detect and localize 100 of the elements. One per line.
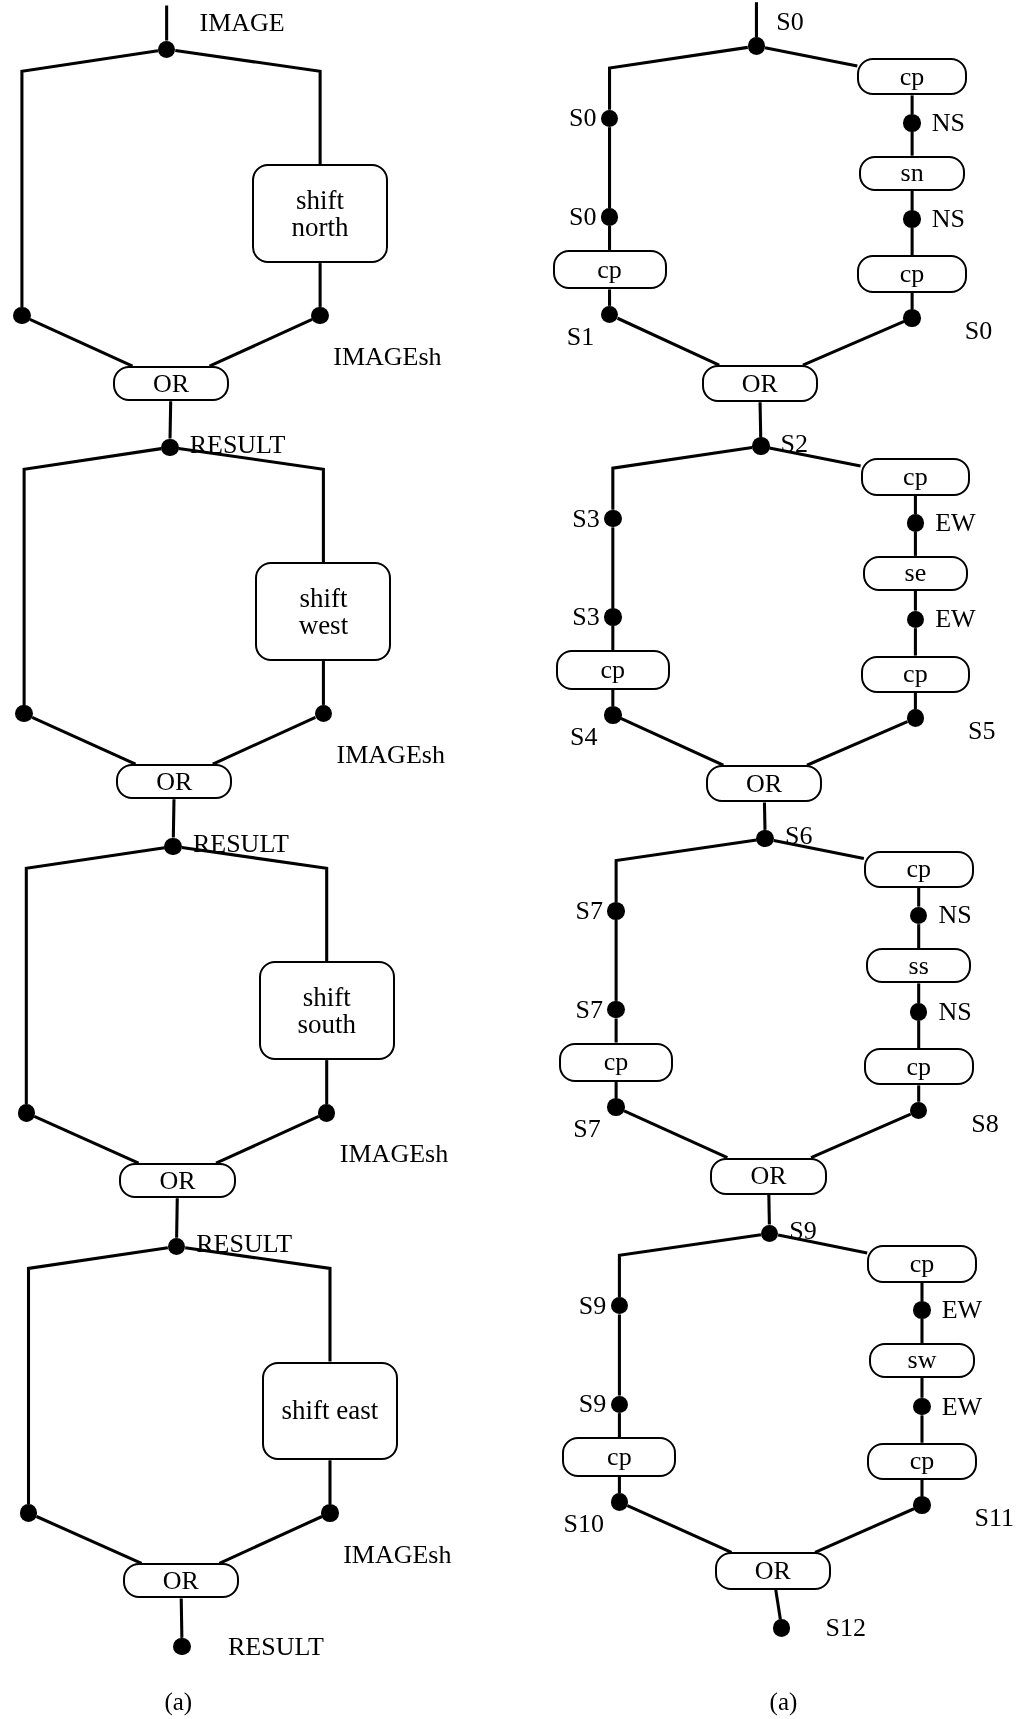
connector-line (762, 802, 767, 830)
token-dot (610, 1493, 629, 1511)
connector-line (910, 190, 914, 211)
connector-line (769, 446, 861, 468)
token-dot (157, 40, 176, 59)
connector-line (777, 1233, 868, 1255)
connector-line (175, 1198, 179, 1238)
connector-line (617, 1413, 621, 1438)
connector-line (608, 127, 612, 209)
token-label: RESULT (192, 831, 289, 858)
connector-line (168, 401, 173, 439)
token-dot (15, 704, 33, 723)
token-label: S11 (974, 1505, 1015, 1532)
operation-box: OR (706, 765, 823, 803)
token-dot (17, 1103, 36, 1122)
operation-box: shift south (258, 961, 395, 1061)
connector-line (913, 628, 917, 656)
connector-line (913, 531, 917, 556)
token-dot (161, 438, 179, 457)
operation-box: cp (552, 249, 667, 290)
connector-line (178, 447, 325, 563)
operation-box: OR (701, 365, 818, 403)
connector-line (35, 1515, 143, 1565)
token-dot (607, 1098, 625, 1116)
token-dot (909, 1003, 928, 1021)
token-dot (903, 309, 921, 327)
connector-line (767, 1194, 771, 1225)
operation-box: cp (860, 655, 971, 693)
token-label: S0 (568, 105, 597, 132)
token-label: S3 (572, 604, 600, 631)
connector-line (608, 225, 612, 250)
token-dot (314, 704, 333, 723)
connector-line (29, 317, 134, 368)
token-dot (167, 1237, 186, 1256)
connector-line (764, 46, 858, 68)
operation-box: cp (555, 650, 670, 690)
token-dot (19, 1504, 38, 1522)
operation-box: cp (857, 58, 967, 96)
connector-line (212, 715, 317, 766)
connector-line (611, 527, 615, 609)
token-dot (164, 837, 182, 856)
connector-line (754, 2, 758, 38)
token-label: S7 (575, 996, 603, 1023)
connector-line (810, 1112, 912, 1160)
operation-box: cp (857, 255, 967, 293)
token-dot (913, 1496, 931, 1514)
token-dot (906, 709, 925, 727)
operation-box: cp (562, 1437, 677, 1477)
connector-line (208, 317, 313, 368)
connector-line (806, 720, 908, 767)
connector-line (774, 1589, 782, 1620)
token-dot (604, 509, 622, 528)
token-dot (909, 1101, 928, 1120)
token-label: S7 (575, 898, 603, 924)
panel-label: (a) (164, 1689, 193, 1715)
connector-line (626, 1504, 733, 1554)
token-dot (317, 1103, 336, 1122)
connector-line (22, 447, 162, 705)
operation-box: cp (860, 458, 971, 496)
token-label: S9 (578, 1391, 607, 1418)
token-label: IMAGEsh (333, 344, 442, 371)
connector-line (328, 1460, 332, 1505)
connector-line (617, 1476, 621, 1494)
operation-box: cp (863, 1048, 974, 1086)
token-label: IMAGEsh (336, 742, 445, 769)
connector-line (910, 131, 914, 156)
token-label: IMAGEsh (339, 1141, 449, 1168)
token-label: EW (941, 1297, 983, 1324)
connector-line (215, 1114, 320, 1165)
token-label: S3 (572, 505, 600, 532)
connector-line (614, 1082, 618, 1099)
connector-line (913, 590, 917, 611)
connector-line (325, 1060, 329, 1104)
connector-line (179, 1598, 184, 1638)
connector-line (175, 49, 322, 165)
connector-line (614, 838, 757, 903)
connector-line (920, 1480, 924, 1497)
connector-line (171, 799, 176, 838)
token-label: S0 (964, 318, 993, 345)
connector-line (620, 717, 724, 767)
token-dot (600, 305, 619, 324)
connector-line (31, 715, 137, 766)
connector-line (910, 95, 914, 114)
token-label: RESULT (196, 1231, 293, 1258)
token-dot (604, 706, 622, 724)
token-dot (610, 1395, 629, 1414)
connector-line (611, 446, 753, 510)
token-label: S4 (570, 723, 598, 750)
connector-line (913, 692, 917, 710)
connector-line (910, 228, 914, 256)
token-dot (600, 208, 619, 226)
token-dot (772, 1619, 791, 1637)
token-dot (906, 514, 925, 532)
token-dot (909, 906, 928, 925)
operation-box: shift north (252, 164, 389, 264)
connector-line (917, 924, 921, 949)
token-dot (913, 1397, 931, 1416)
token-label: IMAGEsh (343, 1541, 452, 1568)
connector-line (33, 1114, 140, 1165)
connector-line (814, 1507, 915, 1554)
